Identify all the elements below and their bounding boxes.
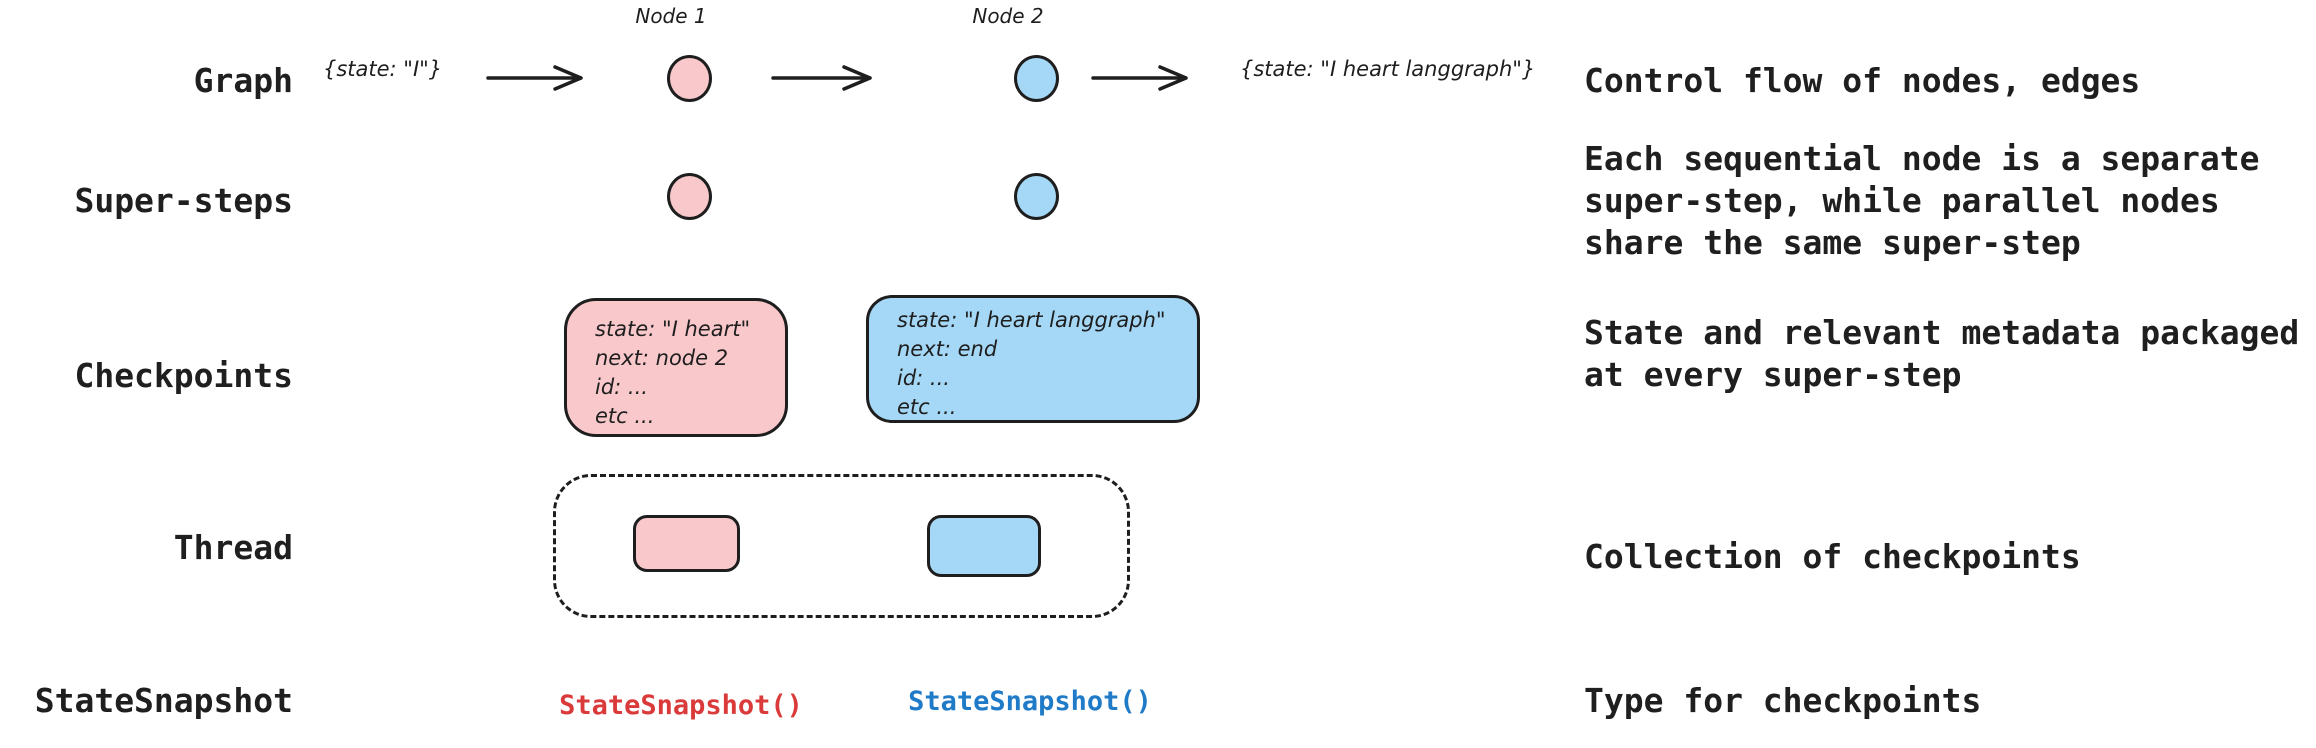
thread-container (553, 474, 1130, 618)
description-thread: Collection of checkpoints (1584, 537, 2081, 576)
arrow-icon (1091, 65, 1188, 91)
row-label-super-steps: Super-steps (74, 181, 293, 220)
checkpoint-card-node2-text: state: "I heart langgraph" next: end id:… (897, 308, 1166, 419)
description-checkpoints: State and relevant metadata packaged at … (1584, 313, 2300, 394)
arrow-icon (771, 65, 872, 91)
node1-label: Node 1 (635, 4, 707, 28)
node1-circle (667, 55, 712, 102)
row-label-graph: Graph (193, 61, 293, 100)
statesnapshot-call-node1: StateSnapshot() (559, 690, 803, 721)
thread-checkpoint2-rect (927, 515, 1041, 577)
graph-input-state: {state: "I"} (323, 57, 443, 81)
checkpoint-card-node1-text: state: "I heart" next: node 2 id: ... et… (595, 317, 751, 428)
super-step1-circle (667, 173, 712, 220)
row-label-checkpoints: Checkpoints (74, 356, 293, 395)
graph-output-state: {state: "I heart langgraph"} (1240, 57, 1536, 81)
row-label-statesnapshot: StateSnapshot (34, 681, 293, 720)
description-graph: Control flow of nodes, edges (1584, 61, 2141, 100)
arrow-icon (486, 65, 583, 91)
description-super-steps: Each sequential node is a separate super… (1584, 139, 2260, 262)
thread-checkpoint1-rect (633, 515, 740, 572)
checkpoint-card-node2: state: "I heart langgraph" next: end id:… (866, 295, 1200, 423)
row-label-thread: Thread (173, 528, 293, 567)
checkpoint-card-node1: state: "I heart" next: node 2 id: ... et… (564, 298, 788, 437)
node2-circle (1014, 55, 1059, 102)
super-step2-circle (1014, 173, 1059, 220)
statesnapshot-call-node2: StateSnapshot() (908, 686, 1152, 717)
description-statesnapshot: Type for checkpoints (1584, 681, 1982, 720)
node2-label: Node 2 (972, 4, 1044, 28)
